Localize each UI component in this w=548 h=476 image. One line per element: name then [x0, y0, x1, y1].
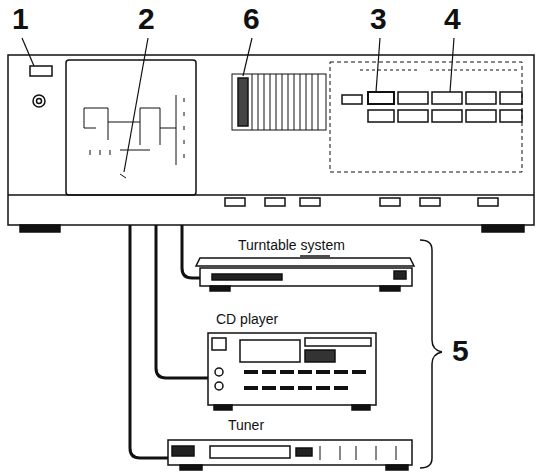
- callout-number: 6: [243, 4, 260, 34]
- callout-number: 4: [444, 4, 461, 34]
- callout-number: 1: [12, 4, 29, 34]
- cd-player-illustration: [208, 333, 376, 410]
- group-bracket: [420, 240, 442, 468]
- turntable-illustration: [196, 256, 414, 291]
- device-label: Tuner: [226, 418, 266, 432]
- connection-cables: [130, 225, 208, 458]
- callout-number: 3: [370, 4, 387, 34]
- device-label: Turntable system: [236, 238, 347, 252]
- leader-lines: [22, 38, 454, 172]
- amplifier-body: [8, 55, 534, 232]
- device-label: CD player: [214, 312, 280, 326]
- callout-number: 5: [452, 336, 469, 366]
- tuner-illustration: [168, 440, 412, 470]
- callout-number: 2: [138, 4, 155, 34]
